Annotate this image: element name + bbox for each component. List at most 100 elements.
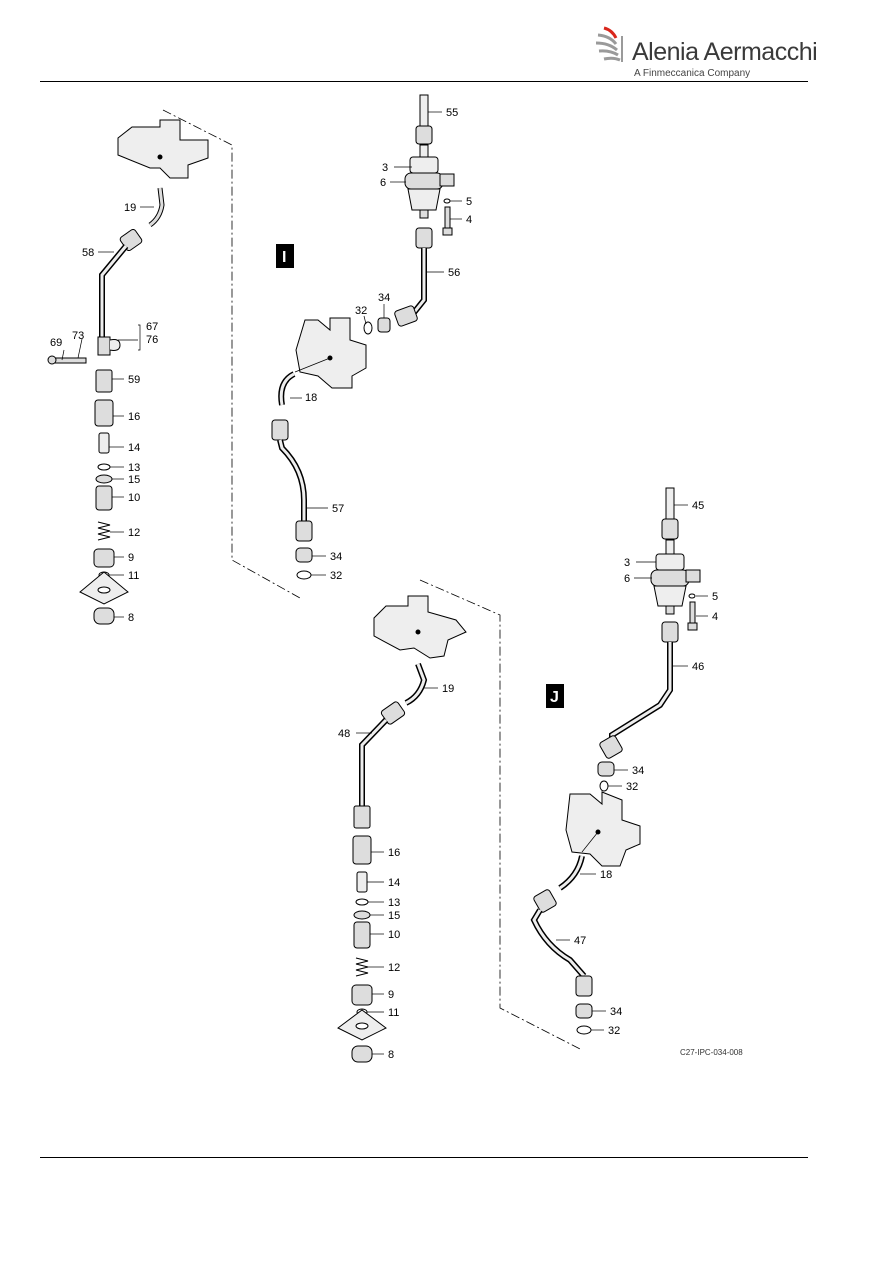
bolt-4-j xyxy=(689,601,696,627)
washer-15-lower xyxy=(353,910,371,920)
callout-6-i: 6 xyxy=(380,177,386,189)
callout-32-j-lower: 32 xyxy=(608,1025,620,1037)
callout-56: 56 xyxy=(448,267,460,279)
bolt-69 xyxy=(51,357,87,364)
svg-text:J: J xyxy=(550,689,559,706)
bolt-4-i xyxy=(444,206,451,232)
callout-10: 10 xyxy=(128,492,140,504)
mounting-plate-upper xyxy=(117,119,209,179)
spring-12 xyxy=(97,521,111,541)
mounting-plate-i xyxy=(295,317,367,389)
callout-9-lower: 9 xyxy=(388,989,394,1001)
nut-57-top xyxy=(271,419,289,441)
leader-lines-lower xyxy=(356,687,438,1055)
callouts-lower: 19 48 16 14 13 15 10 12 9 11 8 xyxy=(338,683,454,1061)
sleeve-34-j xyxy=(597,761,615,777)
callout-16: 16 xyxy=(128,411,140,423)
nut-59 xyxy=(95,369,113,393)
mounting-plate-lower xyxy=(373,595,467,659)
callout-19: 19 xyxy=(124,202,136,214)
callout-13-lower: 13 xyxy=(388,897,400,909)
callout-34-j-lower: 34 xyxy=(610,1006,622,1018)
union-16 xyxy=(94,399,114,427)
nut-8-upper xyxy=(93,607,115,625)
callout-13: 13 xyxy=(128,462,140,474)
callout-18-j: 18 xyxy=(600,869,612,881)
callout-15-lower: 15 xyxy=(388,910,400,922)
union-16-lower xyxy=(352,835,372,865)
callout-32-j: 32 xyxy=(626,781,638,793)
tube-55 xyxy=(419,94,429,128)
cap-9 xyxy=(93,548,115,568)
filter-3-i xyxy=(409,156,439,174)
callout-8-lower: 8 xyxy=(388,1049,394,1061)
callout-34-j: 34 xyxy=(632,765,644,777)
filter-6-i xyxy=(404,172,444,190)
nut-56-top xyxy=(415,227,433,249)
callout-4-i: 4 xyxy=(466,214,472,226)
view-i-parts xyxy=(271,94,455,580)
callouts-view-j: 45 3 6 5 4 46 34 32 18 47 34 32 xyxy=(574,500,718,1037)
callout-3-i: 3 xyxy=(382,162,388,174)
nut-46-top xyxy=(661,621,679,643)
callout-32-i: 32 xyxy=(355,305,367,317)
footer-rule xyxy=(40,1157,808,1158)
nut-46-bottom xyxy=(599,735,623,759)
callout-34-i: 34 xyxy=(378,292,390,304)
callout-15: 15 xyxy=(128,474,140,486)
company-name: Alenia Aermacchi xyxy=(632,38,818,66)
tube-56 xyxy=(409,248,427,317)
valve-10 xyxy=(95,485,113,511)
nut-55 xyxy=(415,125,433,145)
callout-48: 48 xyxy=(338,728,350,740)
seal-13-lower xyxy=(355,898,369,906)
elbow-18-j xyxy=(558,855,585,891)
view-j-label: J xyxy=(546,684,564,708)
washer-15 xyxy=(95,474,113,484)
nut-48-bottom xyxy=(353,805,371,829)
callout-19-lower: 19 xyxy=(442,683,454,695)
callout-46: 46 xyxy=(692,661,704,673)
callout-59: 59 xyxy=(128,374,140,386)
clamp-i xyxy=(439,173,455,187)
callout-47: 47 xyxy=(574,935,586,947)
callout-12-lower: 12 xyxy=(388,962,400,974)
callout-69: 69 xyxy=(50,337,62,349)
callout-55: 55 xyxy=(446,107,458,119)
sleeve-34-i-lower xyxy=(295,547,313,563)
cap-9-lower xyxy=(351,984,373,1006)
leader-lines-upper xyxy=(61,206,154,618)
svg-text:I: I xyxy=(282,249,286,266)
header-rule xyxy=(40,81,808,82)
callout-14: 14 xyxy=(128,442,140,454)
mounting-plate-j xyxy=(565,791,641,867)
seal-13 xyxy=(97,463,111,471)
callout-73: 73 xyxy=(72,330,84,342)
callout-11: 11 xyxy=(128,570,139,582)
washer-32-j-lower xyxy=(576,1025,592,1035)
assembly-lower xyxy=(337,595,467,1063)
callout-8: 8 xyxy=(128,612,134,624)
callout-67: 67 xyxy=(146,321,158,333)
view-i-label: I xyxy=(276,244,294,268)
tube-46 xyxy=(609,642,673,742)
assembly-upper xyxy=(47,119,209,625)
washer-32-i-lower xyxy=(296,570,312,580)
sleeve-34-j-lower xyxy=(575,1003,593,1019)
nut-56-bottom xyxy=(394,305,418,327)
nut-48-top xyxy=(380,701,406,725)
filter-6-j xyxy=(650,569,690,587)
callout-6-j: 6 xyxy=(624,573,630,585)
callout-32-i-lower: 32 xyxy=(330,570,342,582)
piston-14 xyxy=(98,432,110,454)
sleeve-34-i xyxy=(377,317,391,333)
washer-5-i xyxy=(443,198,451,204)
nut-47-bottom xyxy=(575,975,593,997)
leader-lines-view-i xyxy=(290,111,462,576)
view-j-parts xyxy=(530,487,701,1035)
callouts-upper: 19 58 67 76 73 69 59 16 14 13 15 10 12 9… xyxy=(50,202,158,624)
nut-8-lower xyxy=(351,1045,373,1063)
piston-14-lower xyxy=(356,871,368,893)
callout-5-i: 5 xyxy=(466,196,472,208)
